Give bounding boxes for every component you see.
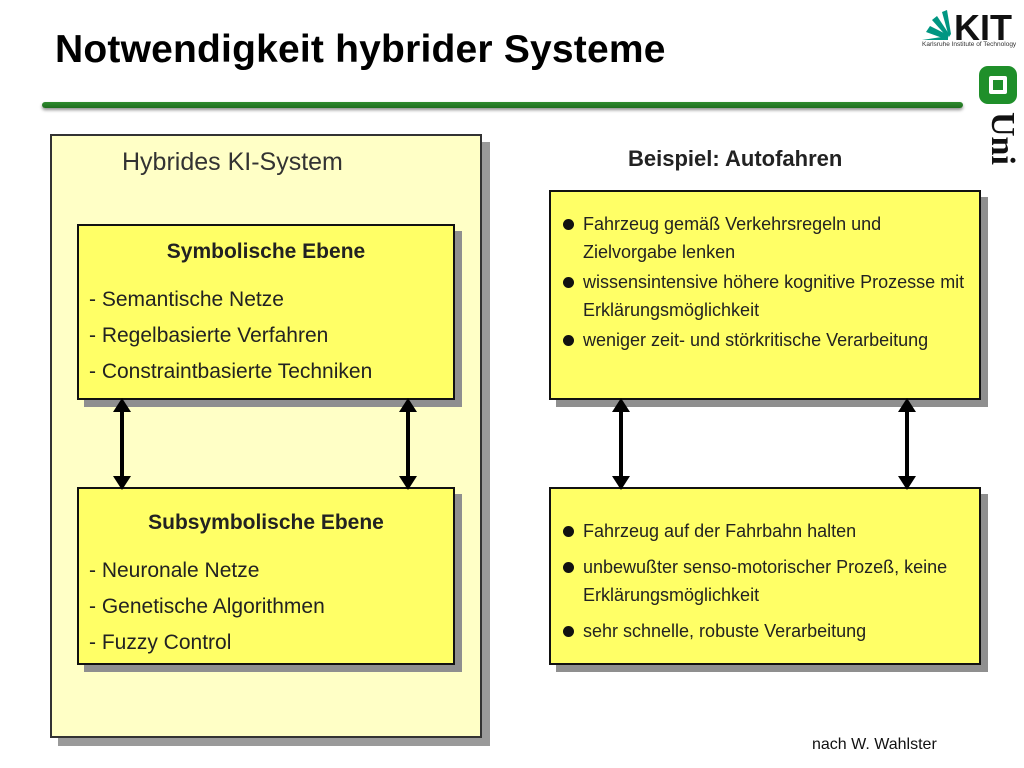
list-item: - Neuronale Netze	[89, 559, 260, 582]
list-item: - Genetische Algorithmen	[89, 595, 325, 618]
lower-example-bullets: Fahrzeug auf der Fahrbahn halten unbewuß…	[561, 517, 973, 645]
university-wordmark: Uni	[984, 112, 1021, 165]
list-item: - Constraintbasierte Techniken	[89, 360, 373, 383]
university-emblem	[979, 66, 1017, 104]
box-heading: Subsymbolische Ebene	[148, 511, 384, 534]
symbolic-level-box: Symbolische Ebene - Semantische Netze - …	[77, 224, 455, 400]
double-arrow-icon	[399, 398, 417, 490]
bullet-item: sehr schnelle, robuste Verarbeitung	[561, 617, 973, 645]
bullet-item: unbewußter senso-motorischer Prozeß, kei…	[561, 553, 973, 609]
list-item: - Semantische Netze	[89, 288, 284, 311]
panel-title: Hybrides KI-System	[122, 148, 343, 176]
double-arrow-icon	[113, 398, 131, 490]
list-item: - Fuzzy Control	[89, 631, 232, 654]
subsymbolic-items: - Neuronale Netze - Genetische Algorithm…	[89, 553, 325, 661]
lower-example-box: Fahrzeug auf der Fahrbahn halten unbewuß…	[549, 487, 981, 665]
double-arrow-icon	[898, 398, 916, 490]
bullet-item: Fahrzeug auf der Fahrbahn halten	[561, 517, 973, 545]
upper-example-box: Fahrzeug gemäß Verkehrsregeln und Zielvo…	[549, 190, 981, 400]
upper-example-bullets: Fahrzeug gemäß Verkehrsregeln und Zielvo…	[561, 210, 973, 354]
bullet-item: wissensintensive höhere kognitive Prozes…	[561, 268, 973, 324]
kit-wordmark: KIT	[954, 7, 1012, 48]
double-arrow-icon	[612, 398, 630, 490]
title-underline	[42, 102, 963, 108]
box-heading: Symbolische Ebene	[166, 240, 366, 263]
source-credit: nach W. Wahlster	[812, 736, 937, 753]
slide-title: Notwendigkeit hybrider Systeme	[55, 28, 666, 71]
symbolic-items: - Semantische Netze - Regelbasierte Verf…	[89, 282, 372, 390]
bullet-item: weniger zeit- und störkritische Verarbei…	[561, 326, 973, 354]
list-item: - Regelbasierte Verfahren	[89, 324, 329, 347]
bullet-item: Fahrzeug gemäß Verkehrsregeln und Zielvo…	[561, 210, 973, 266]
kit-emblem-icon	[922, 10, 951, 40]
subsymbolic-level-box: Subsymbolische Ebene - Neuronale Netze -…	[77, 487, 455, 665]
kit-logo: KIT	[922, 7, 1012, 48]
example-title: Beispiel: Autofahren	[628, 146, 843, 171]
kit-tagline: Karlsruhe Institute of Technology	[922, 41, 1017, 48]
